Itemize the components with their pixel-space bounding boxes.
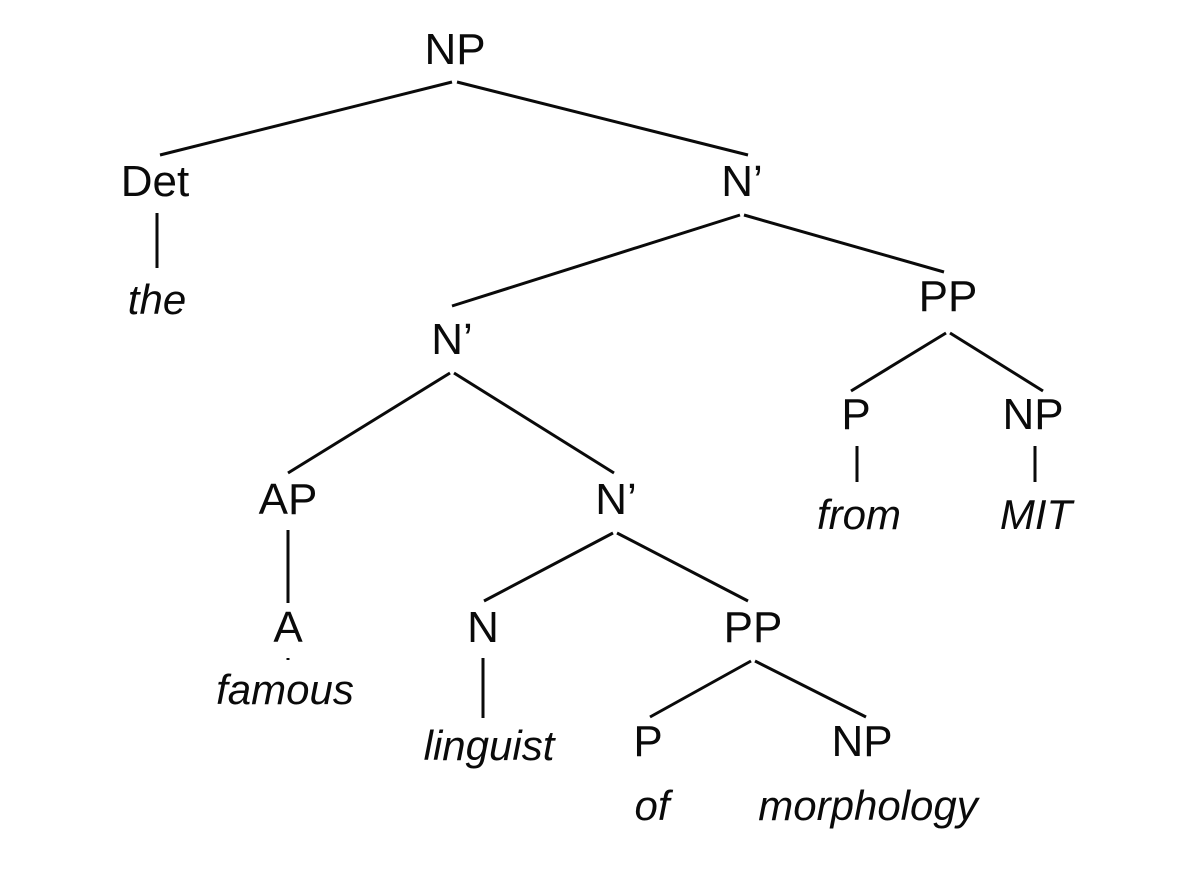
leaf-word-w-from: from [817,491,901,538]
node-label-nbar-2: N’ [431,315,473,364]
node-label-p-of: P [633,717,663,766]
leaf-word-w-linguist: linguist [423,722,555,769]
node-label-pp-of: PP [723,603,783,652]
tree-branch [453,371,615,475]
node-label-pp-from: PP [918,272,978,321]
node-label-a: A [273,603,303,652]
tree-branch [616,531,749,603]
node-label-np-root: NP [424,25,486,74]
tree-branch [649,659,752,719]
leaf-word-w-mit: MIT [999,491,1073,538]
node-label-p-from: P [841,390,871,439]
tree-branch [451,213,741,308]
branch-group [155,80,1044,719]
leaf-word-w-the: the [127,276,187,323]
tree-branch [754,659,867,719]
node-label-nbar-3: N’ [595,475,637,524]
tree-branch [159,80,453,157]
leaf-word-w-morphology: morphology [758,782,978,829]
tree-branch [850,331,947,393]
leaf-word-w-famous: famous [216,666,354,713]
node-label-np-morph: NP [831,717,893,766]
tree-branch [287,371,451,475]
node-label-n: N [467,603,499,652]
node-label-det: Det [120,157,190,206]
node-label-nbar-1: N’ [721,157,763,206]
tree-branch [483,531,614,603]
tree-branch [743,213,945,274]
node-label-np-mit: NP [1002,390,1064,439]
node-label-ap: AP [258,475,318,524]
leaf-word-w-of: of [634,782,670,829]
tree-branch [456,80,749,157]
tree-branch [949,331,1044,393]
